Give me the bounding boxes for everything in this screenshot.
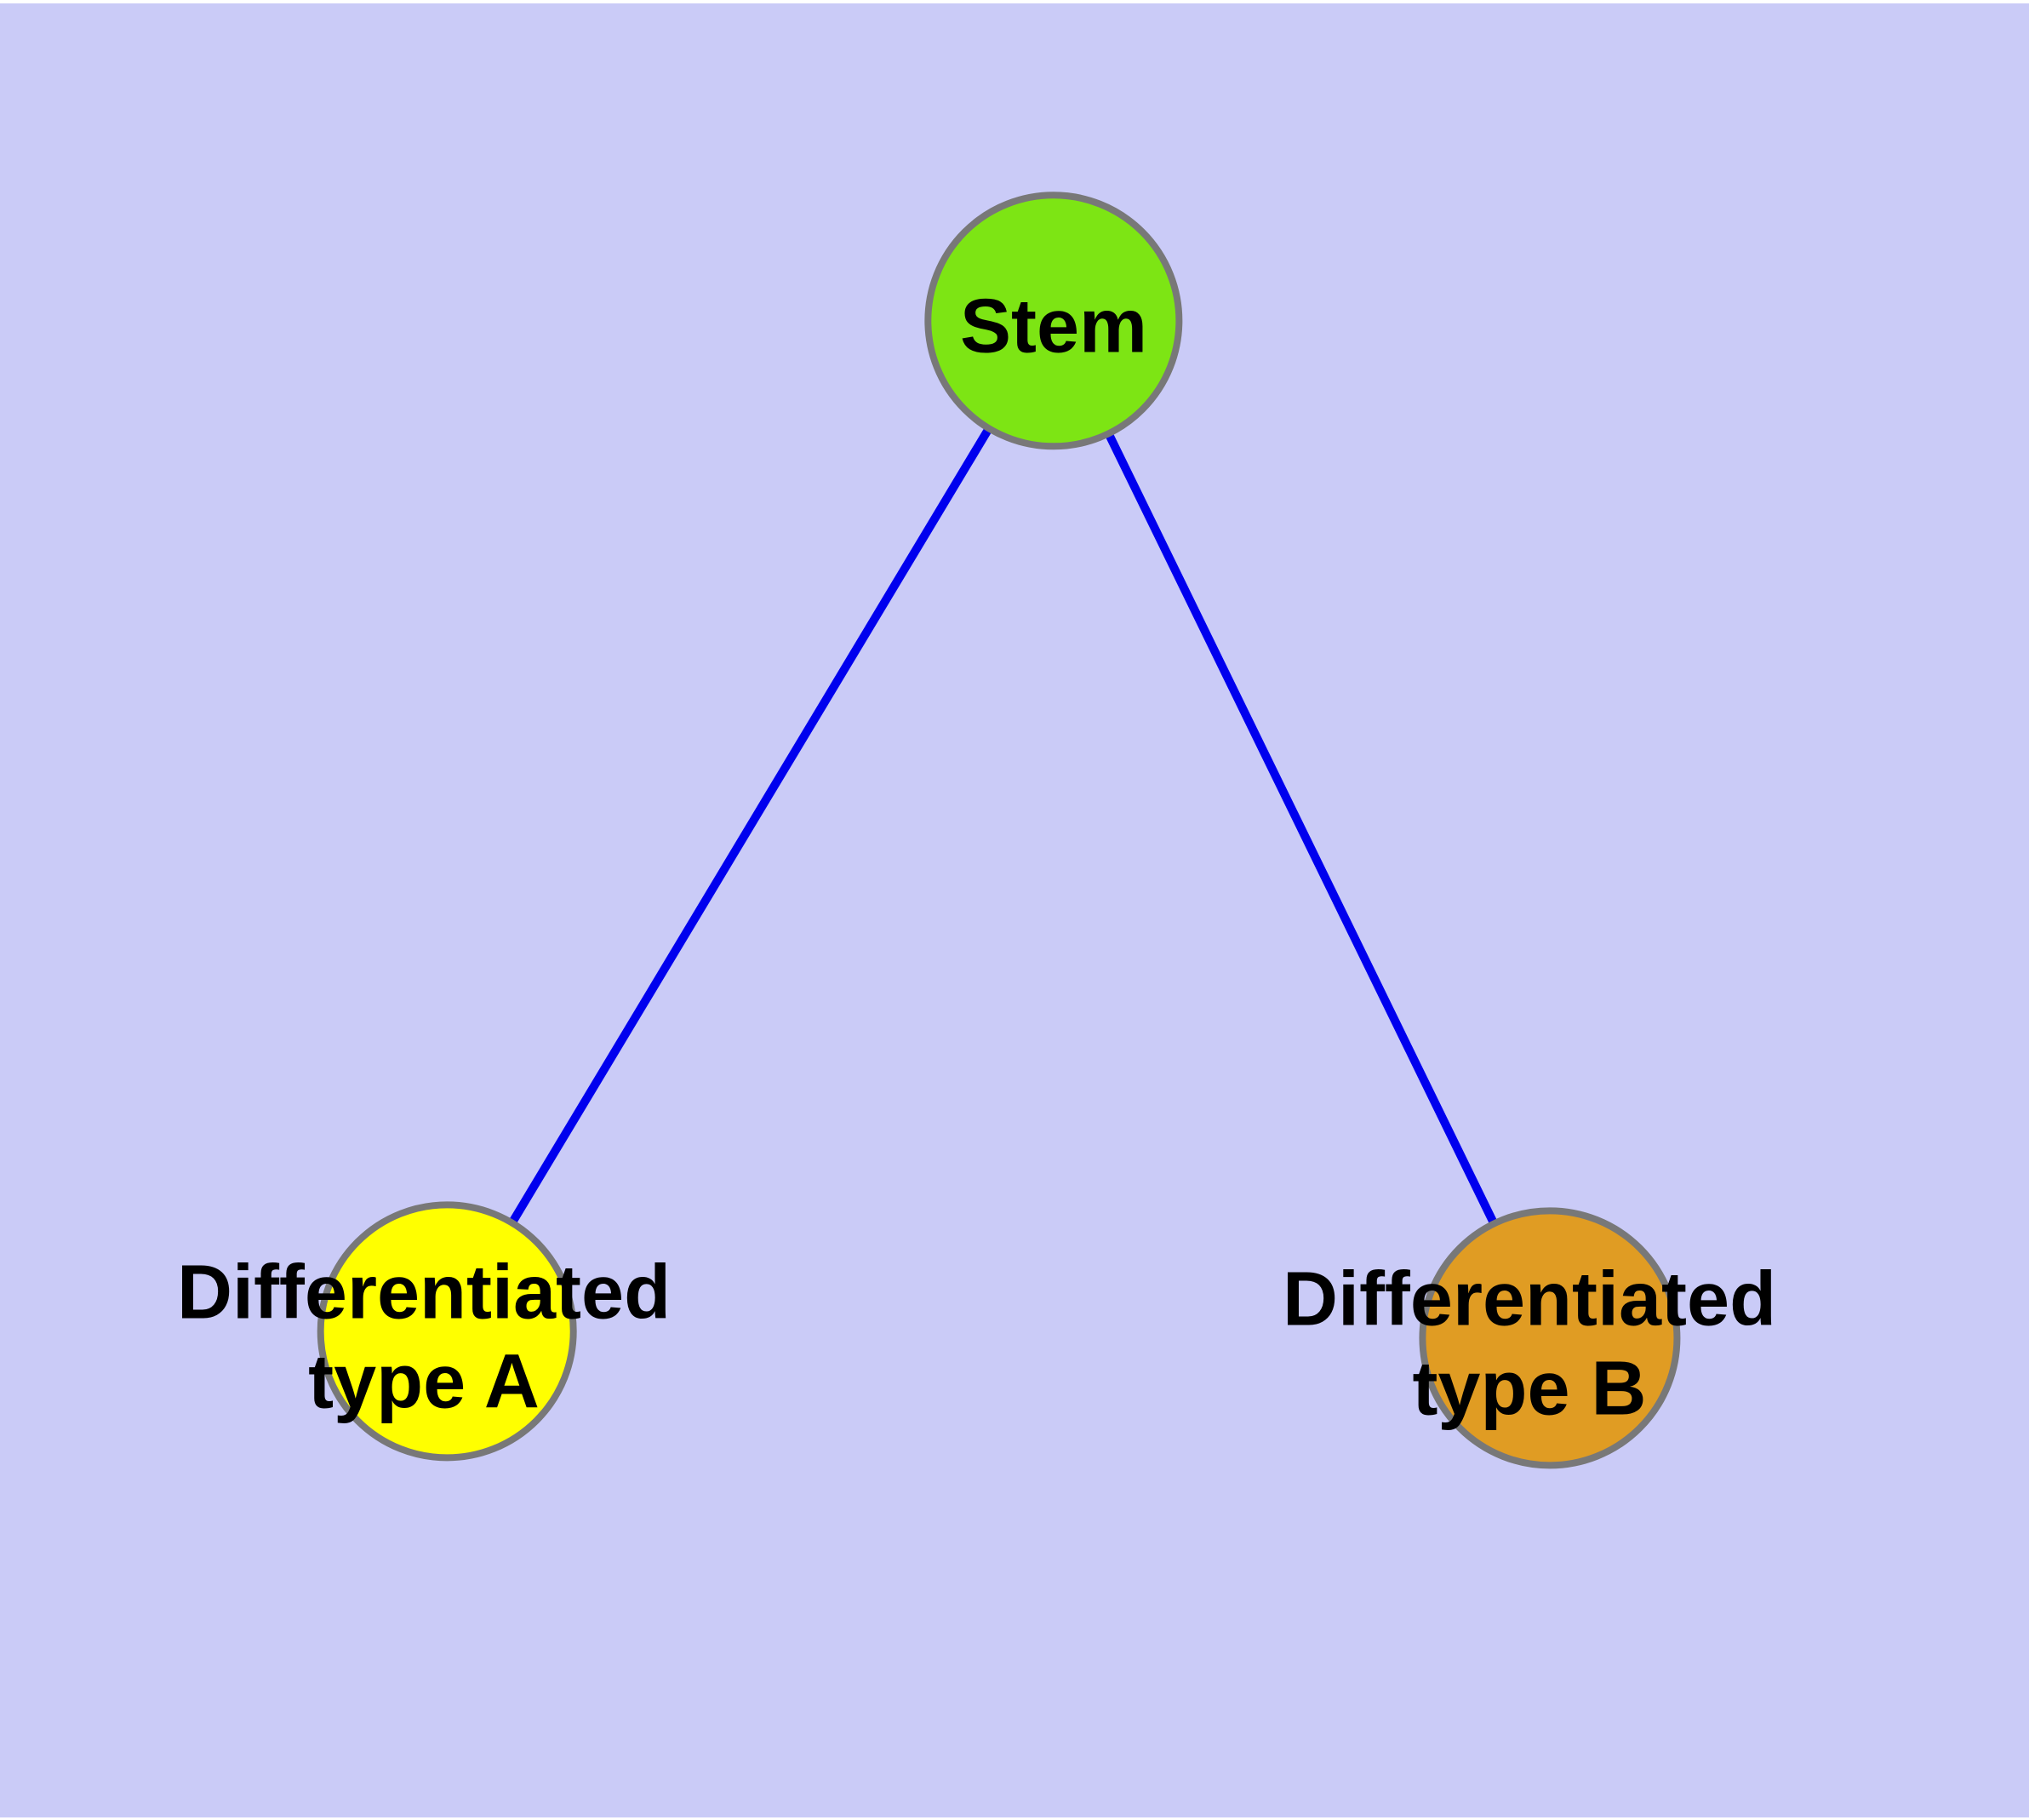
- node-circle-stem: [924, 192, 1183, 450]
- edge-stem-to-type-a: [443, 318, 1058, 1334]
- graph-svg: [317, 192, 1681, 1469]
- node-circle-type-a: [317, 1201, 577, 1462]
- edge-stem-to-type-b: [1049, 318, 1554, 1341]
- node-label-differentiated-type-a: Differentiated type A: [176, 1250, 672, 1425]
- node-label-differentiated-type-b: Differentiated type B: [1282, 1256, 1777, 1432]
- node-circle-type-b: [1419, 1207, 1681, 1469]
- diagram-canvas: Stem Differentiated type A Differentiate…: [0, 3, 2029, 1817]
- node-label-stem: Stem: [959, 283, 1148, 369]
